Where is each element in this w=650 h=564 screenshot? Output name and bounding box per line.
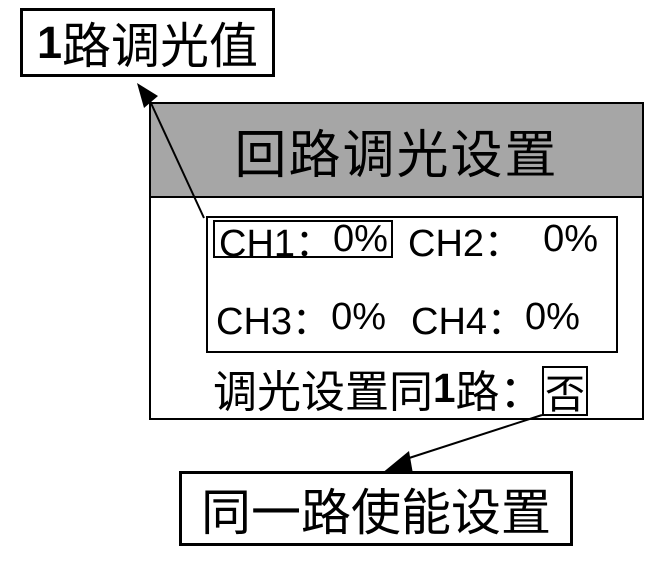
channel-ch4-label: CH4： (411, 300, 526, 343)
callout-ch1-text: 路调光值 (62, 19, 259, 74)
channel-ch1-field[interactable]: CH1： 0% (213, 217, 393, 265)
channel-ch3-field[interactable]: CH3： 0% (212, 295, 394, 343)
channel-ch2-label: CH2： (408, 222, 523, 265)
channel-ch2-value: 0% (543, 217, 598, 260)
same-as-ch1-num: 1 (433, 364, 456, 411)
channel-ch1-label: CH1： (219, 222, 334, 265)
channel-ch2-field[interactable]: CH2： 0% (404, 217, 606, 265)
same-as-ch1-toggle-value: 否 (545, 372, 585, 417)
panel-header: 回路调光设置 (151, 104, 642, 198)
same-as-ch1-label-suffix: 路： (455, 368, 544, 417)
channel-ch3-label: CH3： (216, 300, 331, 343)
panel-title: 回路调光设置 (234, 127, 559, 185)
callout-ch1-num: 1 (36, 16, 63, 68)
callout-same-channel-enable: 同一路使能设置 (179, 471, 573, 546)
channels-box: CH1： 0% CH2： 0% CH3： 0% CH4： 0% (206, 216, 618, 353)
channel-ch1-value: 0% (333, 217, 388, 260)
callout-enable-text: 同一路使能设置 (201, 484, 551, 541)
channel-ch3-value: 0% (331, 295, 386, 338)
channel-ch4-value: 0% (525, 295, 580, 338)
same-as-ch1-label-prefix: 调光设置同 (213, 368, 433, 417)
same-as-ch1-toggle[interactable]: 否 (542, 366, 588, 417)
channel-ch4-field[interactable]: CH4： 0% (407, 295, 587, 343)
loop-dimming-settings-panel: 回路调光设置 CH1： 0% CH2： 0% CH3： 0% CH4： 0% 调… (149, 102, 644, 420)
arrow-line-to-enable-callout (405, 414, 543, 460)
